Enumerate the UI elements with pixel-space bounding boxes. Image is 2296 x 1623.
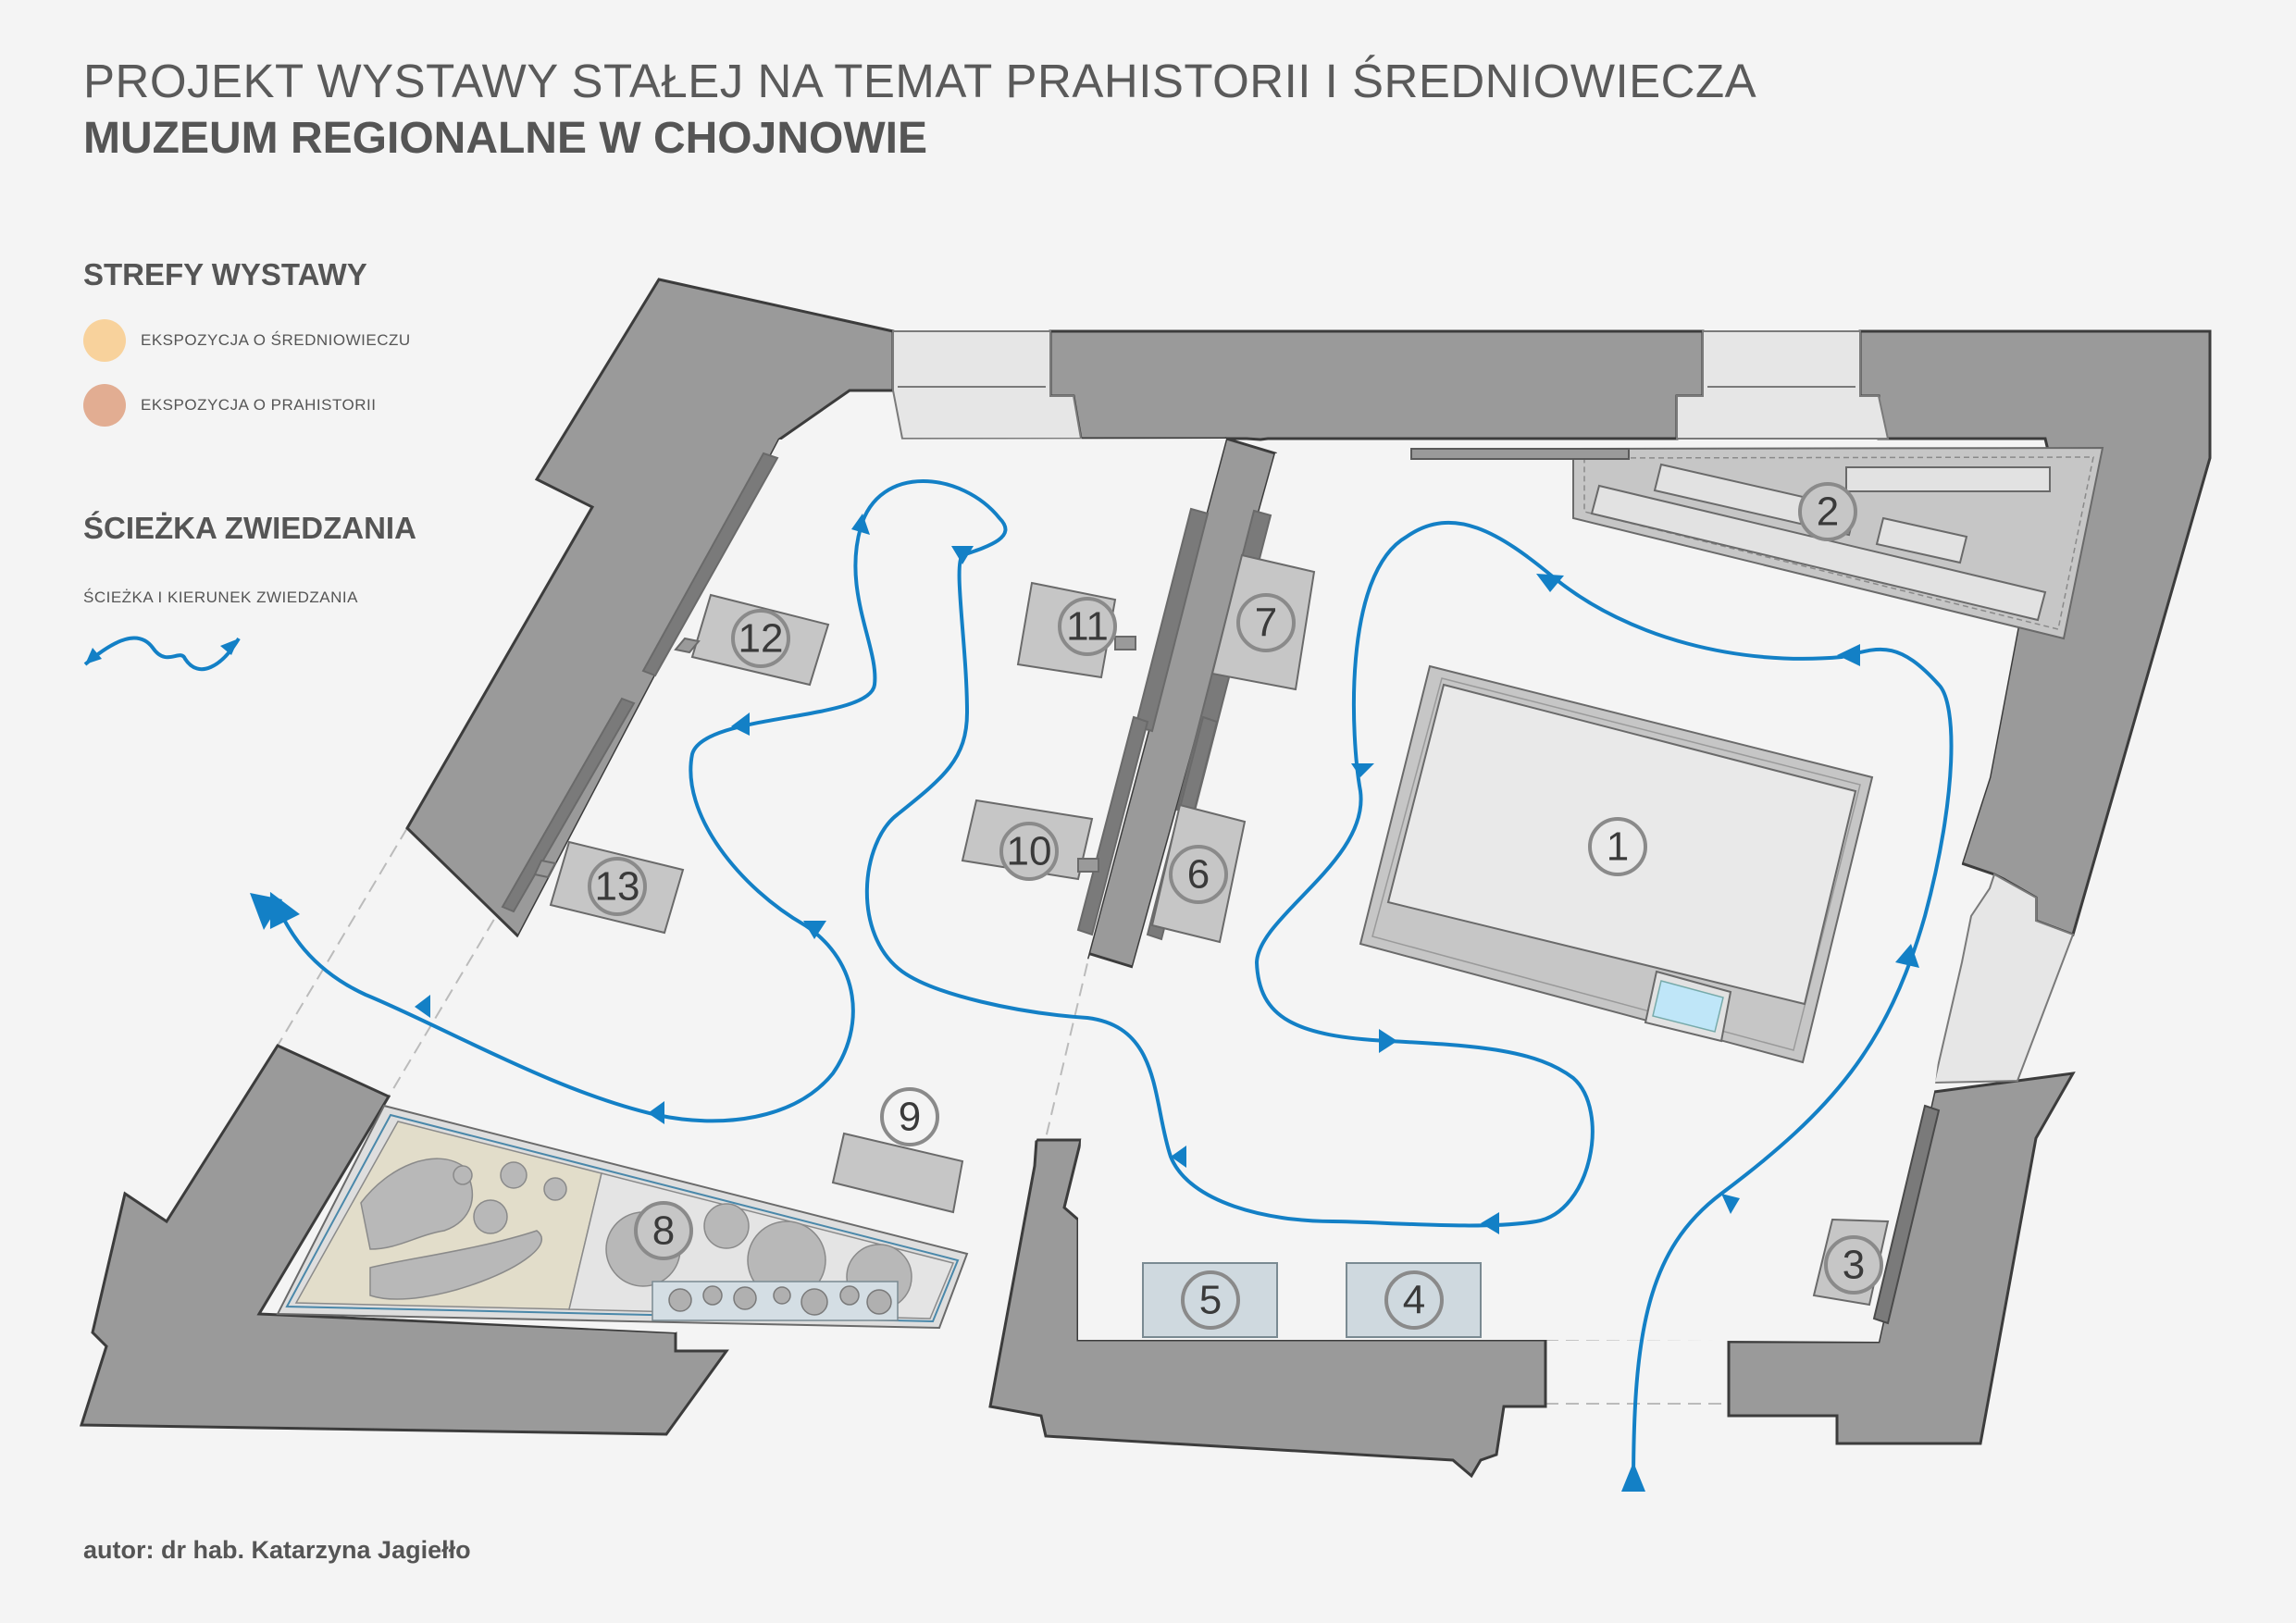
walls [79, 278, 2212, 1479]
station-8: 8 [634, 1201, 693, 1260]
svg-text:4: 4 [1403, 1278, 1425, 1323]
legend-path-label: ŚCIEŻKA I KIERUNEK ZWIEDZANIA [83, 588, 358, 606]
legend-path-heading: ŚCIEŻKA ZWIEDZANIA [83, 511, 416, 545]
display-6-7-10-11 [961, 507, 1316, 944]
svg-text:6: 6 [1187, 852, 1210, 898]
windows [892, 330, 2075, 1084]
legend-zone-prehistory: EKSPOZYCJA O PRAHISTORII [83, 384, 376, 427]
station-badges: 1 2 3 4 5 6 7 8 9 10 11 12 13 [588, 482, 1883, 1330]
southwest-wall [79, 1044, 729, 1436]
page-title: PROJEKT WYSTAWY STAŁEJ NA TEMAT PRAHISTO… [83, 55, 1757, 107]
display-9 [831, 1132, 964, 1214]
station-6: 6 [1169, 845, 1228, 904]
svg-text:11: 11 [1066, 604, 1109, 650]
visitor-path [269, 479, 1954, 1486]
display-8 [276, 1104, 969, 1330]
svg-text:2: 2 [1817, 489, 1839, 535]
path-direction-arrows [250, 514, 1919, 1492]
svg-text:13: 13 [595, 864, 640, 910]
svg-text:9: 9 [899, 1095, 921, 1140]
legend-zone-prehistory-label: EKSPOZYCJA O PRAHISTORII [141, 396, 377, 414]
svg-text:3: 3 [1843, 1243, 1865, 1288]
station-4: 4 [1384, 1270, 1444, 1330]
station-7: 7 [1236, 593, 1296, 652]
svg-text:5: 5 [1199, 1278, 1222, 1323]
legend-zones-heading: STREFY WYSTAWY [83, 257, 367, 291]
svg-text:8: 8 [652, 1208, 675, 1254]
svg-text:7: 7 [1255, 601, 1277, 646]
station-9: 9 [880, 1087, 939, 1146]
station-11: 11 [1058, 597, 1117, 656]
north-wall [1049, 329, 1705, 441]
station-10: 10 [999, 822, 1059, 881]
station-13: 13 [588, 857, 647, 916]
svg-text:1: 1 [1607, 824, 1629, 870]
station-5: 5 [1181, 1270, 1240, 1330]
page-subtitle: MUZEUM REGIONALNE W CHOJNOWIE [83, 114, 927, 163]
station-2: 2 [1798, 482, 1857, 541]
station-3: 3 [1824, 1235, 1883, 1295]
author-credit: autor: dr hab. Katarzyna Jagiełło [83, 1536, 471, 1564]
prehistory-swatch-icon [83, 384, 126, 427]
medieval-swatch-icon [83, 319, 126, 362]
station-1: 1 [1588, 817, 1647, 876]
legend-zone-medieval-label: EKSPOZYCJA O ŚREDNIOWIECZU [141, 331, 411, 349]
svg-text:10: 10 [1007, 829, 1052, 874]
legend-zone-medieval: EKSPOZYCJA O ŚREDNIOWIECZU [83, 319, 411, 362]
svg-text:12: 12 [738, 616, 784, 662]
legend-path-icon [83, 636, 241, 672]
station-12: 12 [731, 609, 790, 668]
